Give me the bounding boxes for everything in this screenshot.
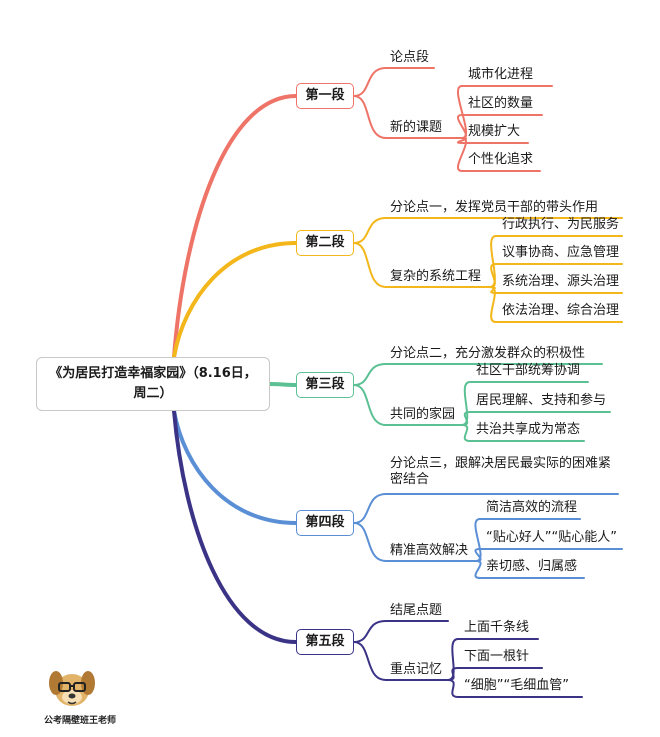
item-connector [353,67,387,97]
child-connector [447,667,459,681]
child-label[interactable]: “细胞”“毛细血管” [464,678,569,693]
item-connector [353,242,387,288]
root-node[interactable]: 《为居民打造幸福家园》（8.16日，周二） [36,357,270,411]
child-label[interactable]: 下面一根针 [464,649,530,664]
child-connector [447,679,459,698]
mascot-logo [44,657,100,713]
item-connector [353,363,387,386]
branch-node[interactable]: 第二段 [296,230,354,256]
child-connector [456,137,468,172]
branch-connector [172,94,298,359]
branch-connector [268,382,298,387]
item-label[interactable]: 论点段 [390,50,430,65]
branch-node[interactable]: 第一段 [296,83,354,109]
item-label[interactable]: 结尾点题 [390,603,443,618]
watermark-caption: 公考隔壁班王老师 [44,716,117,726]
child-label[interactable]: 个性化追求 [468,152,534,167]
branch-connector [172,241,298,359]
item-connector [353,384,387,426]
item-connector [353,620,387,643]
item-connector [353,95,387,139]
child-label[interactable]: 亲切感、归属感 [486,559,578,574]
item-label[interactable]: 分论点二，充分激发群众的积极性 [390,346,586,361]
branch-connector [172,409,298,644]
child-label[interactable]: 城市化进程 [468,67,534,82]
branch-node[interactable]: 第五段 [296,629,354,655]
child-label[interactable]: 上面千条线 [464,620,530,635]
branch-node[interactable]: 第四段 [296,510,354,536]
item-label[interactable]: 共同的家园 [390,407,456,422]
child-label[interactable]: 议事协商、应急管理 [502,245,620,260]
branch-node[interactable]: 第三段 [296,372,354,398]
child-label[interactable]: “贴心好人”“贴心能人” [486,530,617,545]
branch-connector [172,409,298,525]
item-connector [353,641,387,681]
child-label[interactable]: 居民理解、支持和参与 [476,393,607,408]
item-label[interactable]: 分论点一，发挥党员干部的带头作用 [390,200,599,215]
child-label[interactable]: 社区干部统筹协调 [476,363,581,378]
item-label[interactable]: 精准高效解决 [390,543,469,558]
root-title: 《为居民打造幸福家园》（8.16日，周二） [49,366,257,401]
child-connector [461,424,471,442]
child-label[interactable]: 依法治理、综合治理 [502,303,620,318]
child-label[interactable]: 行政执行、为民服务 [502,217,620,232]
child-label[interactable]: 规模扩大 [468,124,521,139]
child-label[interactable]: 共治共享成为常态 [476,422,581,437]
item-label[interactable]: 复杂的系统工程 [390,269,482,284]
child-connector [474,560,482,579]
item-label[interactable]: 分论点三，跟解决居民最实际的困难紧密结合 [390,456,612,487]
item-label[interactable]: 重点记忆 [390,662,443,677]
item-connector [353,493,387,524]
child-label[interactable]: 简洁高效的流程 [486,500,578,515]
child-connector [489,286,497,323]
child-label[interactable]: 社区的数量 [468,96,534,111]
item-connector [353,217,387,244]
child-label[interactable]: 系统治理、源头治理 [502,274,620,289]
item-label[interactable]: 新的课题 [390,120,443,135]
item-connector [353,522,387,562]
